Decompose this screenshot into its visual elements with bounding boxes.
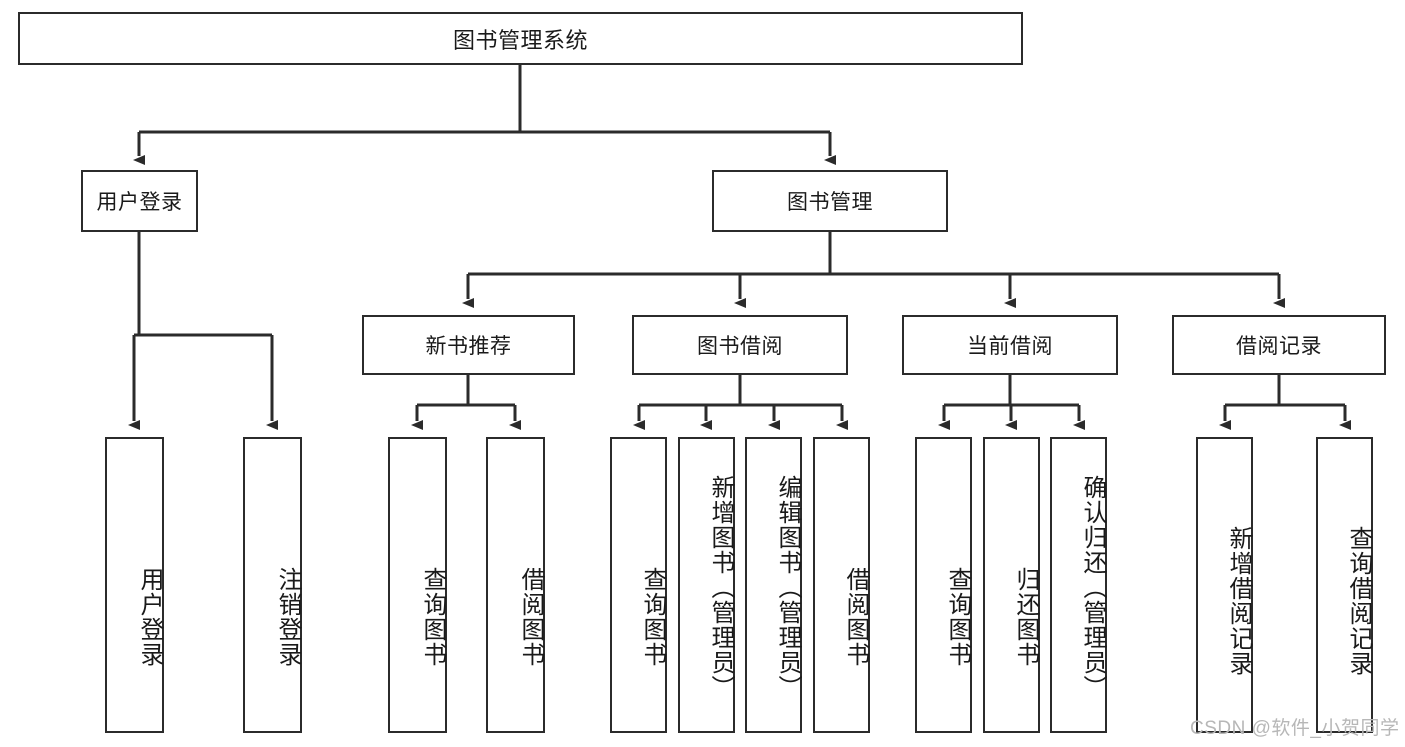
node-label: 新增图书（管理员）: [707, 474, 734, 700]
node-leaf-return-book[interactable]: 归还图书: [983, 437, 1040, 733]
node-label: 图书借阅: [697, 335, 783, 358]
node-root-system[interactable]: 图书管理系统: [18, 12, 1023, 65]
node-leaf-query-book-current[interactable]: 查询图书: [915, 437, 972, 733]
node-label: 新增借阅记录: [1225, 526, 1252, 676]
node-label: 借阅记录: [1236, 335, 1322, 358]
node-leaf-borrow-book-recommend[interactable]: 借阅图书: [486, 437, 545, 733]
node-borrow-record[interactable]: 借阅记录: [1172, 315, 1386, 375]
node-leaf-confirm-return-admin[interactable]: 确认归还（管理员）: [1050, 437, 1107, 733]
node-leaf-edit-book-admin[interactable]: 编辑图书（管理员）: [745, 437, 802, 733]
node-leaf-add-borrow-record[interactable]: 新增借阅记录: [1196, 437, 1253, 733]
node-leaf-logout[interactable]: 注销登录: [243, 437, 302, 733]
node-label: 图书管理: [787, 191, 873, 214]
node-book-management[interactable]: 图书管理: [712, 170, 948, 232]
node-label: 借阅图书: [842, 567, 869, 667]
node-leaf-add-book-admin[interactable]: 新增图书（管理员）: [678, 437, 735, 733]
node-leaf-query-borrow-record[interactable]: 查询借阅记录: [1316, 437, 1373, 733]
node-label: 新书推荐: [425, 335, 512, 358]
node-label: 查询图书: [944, 567, 971, 667]
node-label: 归还图书: [1012, 567, 1039, 667]
node-label: 用户登录: [136, 567, 163, 667]
node-label: 查询图书: [639, 567, 666, 667]
node-user-login[interactable]: 用户登录: [81, 170, 198, 232]
node-label: 借阅图书: [517, 567, 544, 667]
node-label: 查询图书: [419, 567, 446, 667]
node-label: 图书管理系统: [452, 27, 588, 53]
node-new-book-recommend[interactable]: 新书推荐: [362, 315, 575, 375]
watermark: CSDN @软件_小贺同学: [1190, 718, 1400, 739]
node-label: 当前借阅: [967, 335, 1053, 358]
node-leaf-borrow-book[interactable]: 借阅图书: [813, 437, 870, 733]
node-current-borrow[interactable]: 当前借阅: [902, 315, 1118, 375]
node-label: 注销登录: [274, 567, 301, 667]
node-label: 确认归还（管理员）: [1079, 474, 1106, 700]
node-label: 编辑图书（管理员）: [774, 474, 801, 700]
node-book-borrow[interactable]: 图书借阅: [632, 315, 848, 375]
node-leaf-query-book-borrow[interactable]: 查询图书: [610, 437, 667, 733]
node-label: 查询借阅记录: [1345, 526, 1372, 676]
node-leaf-query-book-recommend[interactable]: 查询图书: [388, 437, 447, 733]
node-label: 用户登录: [96, 191, 183, 214]
node-leaf-user-login[interactable]: 用户登录: [105, 437, 164, 733]
